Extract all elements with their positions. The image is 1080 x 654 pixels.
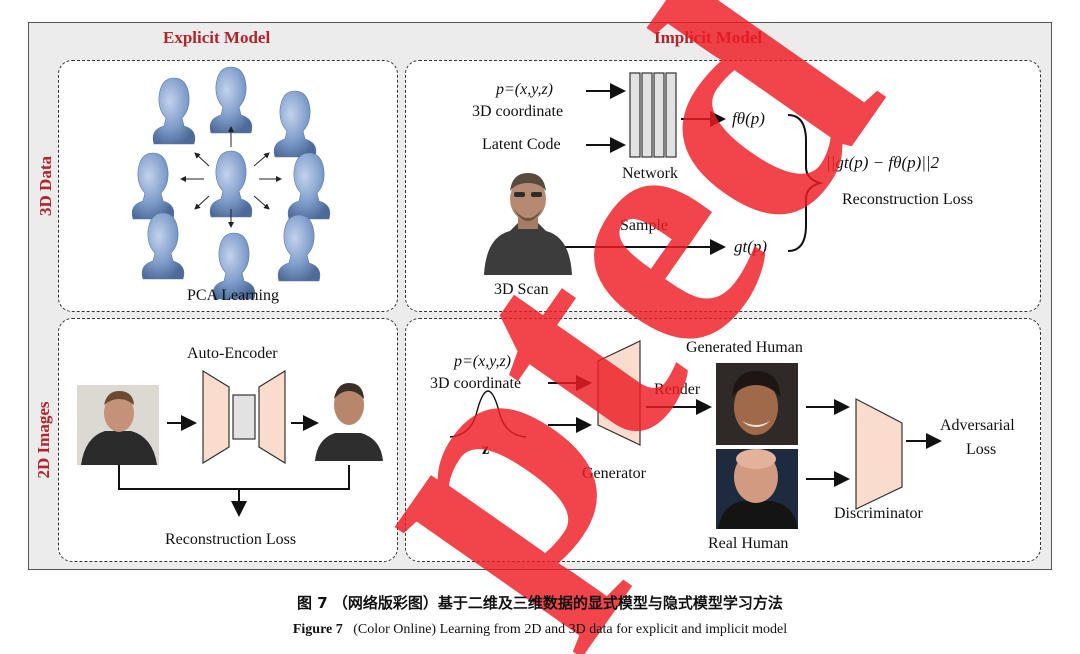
coord-label-2d: 3D coordinate [430,375,522,392]
real-human-label: Real Human [708,535,789,552]
generator-label: Generator [582,465,646,482]
panel-explicit-2d: Auto-Encoder Reconstruction Loss [58,318,398,562]
generator-trapezoid [597,340,641,446]
auto-encoder-label: Auto-Encoder [187,345,278,362]
caption-english: Figure 7 (Color Online) Learning from 2D… [0,622,1080,638]
panel-explicit-3d: PCA Learning [58,60,398,312]
discriminator-trapezoid [855,398,903,510]
row-header-2d-images: 2D Images [34,401,53,479]
output-photo [315,383,383,461]
brace [787,114,824,252]
real-human-photo [716,449,798,529]
panel-implicit-2d: p=(x,y,z) 3D coordinate z Generated Huma… [405,318,1041,562]
discriminator-label: Discriminator [834,505,923,522]
sample-label: Sample [620,217,668,234]
gan-diagram [449,340,942,529]
reconstruction-loss-label: Reconstruction Loss [842,191,974,208]
column-header-implicit: Implicit Model [654,28,763,47]
loss-bracket [118,465,350,490]
coord-formula: p=(x,y,z) [496,81,553,98]
gaussian-curve [449,390,527,438]
f-theta-output: fθ(p) [732,109,765,128]
generated-human-label: Generated Human [686,339,803,356]
gt-output: gt(p) [734,237,768,256]
implicit-3d-diagram [484,72,824,275]
autoencoder-diagram [77,369,383,517]
panel-implicit-3d: p=(x,y,z) 3D coordinate Latent Code Netw… [405,60,1041,312]
caption-english-text: (Color Online) Learning from 2D and 3D d… [353,622,788,637]
adversarial-label: Adversarial [940,417,1015,434]
render-label: Render [654,381,701,398]
figure-label: Figure 7 [292,622,343,637]
input-photo [77,385,159,465]
network-block [629,72,677,158]
scan-label: 3D Scan [494,281,549,298]
loss-formula: ||gt(p) − fθ(p)||2 [826,153,940,172]
z-label: z [482,441,490,458]
coord-formula-2d: p=(x,y,z) [454,353,511,370]
loss-label: Loss [966,441,997,458]
pca-head-grid [131,66,331,300]
network-label: Network [622,165,678,182]
latent-code-label: Latent Code [482,136,561,153]
generated-human-photo [716,363,798,445]
reconstruction-loss-2d-label: Reconstruction Loss [165,531,297,548]
decoder-trapezoid [258,369,286,465]
row-header-3d-data: 3D Data [36,156,55,216]
scan-person-figure [484,173,572,275]
caption-chinese: 图 7 （网络版彩图）基于二维及三维数据的显式模型与隐式模型学习方法 [297,594,783,612]
coord-label: 3D coordinate [472,103,564,120]
encoder-trapezoid [202,369,230,465]
latent-block [232,394,256,440]
pca-learning-label: PCA Learning [187,287,279,304]
column-header-explicit: Explicit Model [163,28,271,47]
